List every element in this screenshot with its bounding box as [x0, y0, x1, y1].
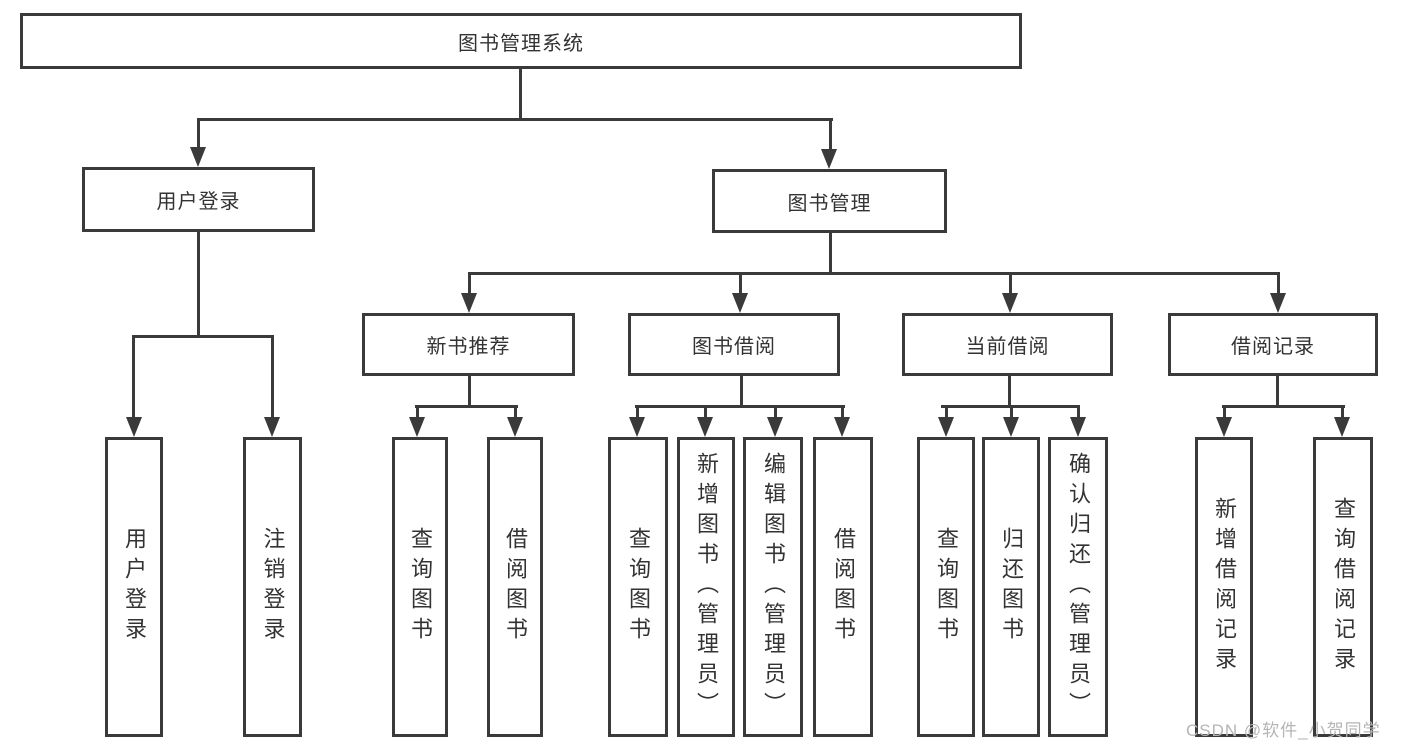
- arrow-to-borrow-books-2: [834, 417, 850, 437]
- arrow-to-current-borrowing: [1002, 293, 1018, 313]
- leaf-query-books-recommend: 查询图书: [392, 437, 448, 737]
- leaf-query-borrowing-record: 查询借阅记录: [1313, 437, 1373, 737]
- leaf-user-login: 用户登录: [105, 437, 163, 737]
- leaf-logout-login: 注销登录: [243, 437, 302, 737]
- arrow-to-query-books-3: [938, 417, 954, 437]
- connector-to-query-record: [1341, 405, 1344, 417]
- node-user-login: 用户登录: [82, 167, 315, 232]
- leaf-edit-book-admin: 编辑图书（管理员）: [743, 437, 803, 737]
- arrow-to-new-book-recommendation: [461, 293, 477, 313]
- leaf-confirm-return-admin: 确认归还（管理员）: [1048, 437, 1108, 737]
- node-new-book-recommendation: 新书推荐: [362, 313, 575, 376]
- connector-user-login-stem: [197, 230, 200, 338]
- leaf-return-books: 归还图书: [982, 437, 1040, 737]
- connector-current-stem: [1008, 373, 1011, 408]
- arrow-to-confirm-return: [1070, 417, 1086, 437]
- arrow-to-edit-book: [767, 417, 783, 437]
- connector-to-query-books-1: [416, 405, 419, 417]
- arrow-to-book-borrowing: [732, 293, 748, 313]
- connector-recommendation-rail: [415, 405, 518, 408]
- arrow-to-leaf-logout: [264, 417, 280, 437]
- connector-level3-rail: [468, 272, 1280, 275]
- node-current-borrowing: 当前借阅: [902, 313, 1113, 376]
- connector-recommendation-stem: [468, 373, 471, 408]
- arrow-to-add-book: [697, 417, 713, 437]
- connector-to-borrow-books-1: [514, 405, 517, 417]
- connector-records-rail: [1222, 405, 1345, 408]
- connector-root-stem: [519, 69, 522, 121]
- arrow-to-leaf-user-login: [126, 417, 142, 437]
- node-library-management-system: 图书管理系统: [20, 13, 1022, 69]
- leaf-borrow-books-borrowing: 借阅图书: [813, 437, 873, 737]
- connector-to-confirm-return: [1077, 405, 1080, 417]
- connector-to-borrowing-records: [1277, 272, 1280, 293]
- connector-level2-rail: [197, 118, 833, 121]
- connector-to-return-book: [1010, 405, 1013, 417]
- connector-book-management-stem: [829, 231, 832, 275]
- node-book-borrowing: 图书借阅: [628, 313, 840, 376]
- arrow-to-query-books-1: [409, 417, 425, 437]
- connector-to-new-book-recommendation: [468, 272, 471, 293]
- connector-user-login-rail: [132, 335, 274, 338]
- leaf-add-borrowing-record: 新增借阅记录: [1195, 437, 1253, 737]
- arrow-to-query-record: [1334, 417, 1350, 437]
- leaf-add-book-admin: 新增图书（管理员）: [677, 437, 735, 737]
- node-borrowing-records: 借阅记录: [1168, 313, 1378, 376]
- leaf-query-books-current: 查询图书: [917, 437, 975, 737]
- connector-to-book-management: [829, 118, 832, 149]
- connector-to-current-borrowing: [1009, 272, 1012, 293]
- connector-to-user-login: [197, 118, 200, 147]
- arrow-to-return-book: [1003, 417, 1019, 437]
- leaf-borrow-books-recommend: 借阅图书: [487, 437, 543, 737]
- connector-to-edit-book: [774, 405, 777, 417]
- arrow-to-query-books-2: [629, 417, 645, 437]
- connector-borrowing-rail: [635, 405, 845, 408]
- connector-to-add-record: [1223, 405, 1226, 417]
- leaf-query-books-borrowing: 查询图书: [608, 437, 668, 737]
- connector-to-add-book: [704, 405, 707, 417]
- arrow-to-borrow-books-1: [507, 417, 523, 437]
- connector-to-book-borrowing: [739, 272, 742, 293]
- arrow-to-add-record: [1216, 417, 1232, 437]
- connector-to-borrow-books-2: [841, 405, 844, 417]
- csdn-watermark: CSDN @软件_小贺同学: [1186, 721, 1381, 740]
- connector-to-query-books-3: [945, 405, 948, 417]
- arrow-to-borrowing-records: [1270, 293, 1286, 313]
- connector-records-stem: [1276, 373, 1279, 408]
- node-book-management: 图书管理: [712, 169, 947, 233]
- connector-to-query-books-2: [636, 405, 639, 417]
- connector-to-leaf-user-login: [132, 335, 135, 417]
- arrow-to-user-login: [190, 147, 206, 167]
- arrow-to-book-management: [821, 149, 837, 169]
- connector-to-leaf-logout: [271, 335, 274, 417]
- connector-borrowing-stem: [740, 373, 743, 408]
